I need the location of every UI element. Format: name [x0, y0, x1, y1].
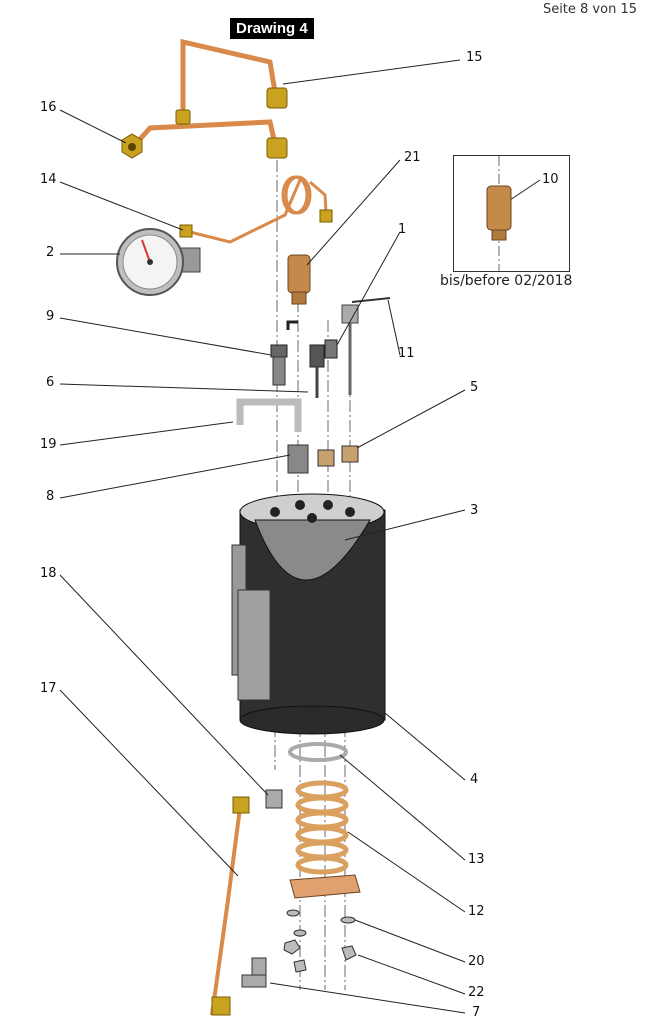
part-label-17: 17: [40, 681, 57, 696]
inset-caption: bis/before 02/2018: [440, 273, 573, 289]
assembly-axes: [274, 160, 351, 990]
bent-tube-19: [236, 398, 302, 432]
drawing-title: Drawing 4: [230, 18, 314, 39]
part-label-12: 12: [468, 904, 485, 919]
level-probe-11: [341, 297, 391, 395]
page-number: Seite 8 von 15: [542, 2, 637, 17]
part-label-8: 8: [46, 489, 55, 504]
copper-pipe-17: [210, 807, 242, 1016]
part-label-16: 16: [40, 100, 57, 115]
part-label-13: 13: [468, 852, 485, 867]
elbow-fitting-7: [241, 957, 267, 988]
gauge-pipe-coil: [189, 175, 328, 244]
part-label-5: 5: [470, 380, 479, 395]
gasket-13: [288, 742, 348, 762]
heater-flange: [289, 874, 361, 899]
brass-nut-15: [175, 87, 288, 159]
part-label-15: 15: [466, 50, 483, 65]
part-label-1: 1: [398, 222, 407, 237]
part-label-2: 2: [46, 245, 55, 260]
part-label-20: 20: [468, 954, 485, 969]
leader-lines: [59, 59, 541, 1014]
plug-18: [265, 789, 283, 809]
nuts-washers: [283, 909, 357, 973]
valve-10-drawing: [486, 156, 512, 271]
part-label-4: 4: [470, 772, 479, 787]
part-label-10: 10: [542, 172, 559, 187]
heating-element-12: [295, 780, 349, 875]
part-label-19: 19: [40, 437, 57, 452]
part-label-6: 6: [46, 375, 55, 390]
part-label-22: 22: [468, 985, 485, 1000]
mounting-bracket: [231, 544, 271, 701]
brass-nut-coil: [319, 209, 333, 223]
sensor-9: [270, 320, 298, 386]
brass-nut-17-bottom: [211, 996, 231, 1016]
thermostat-left: [317, 449, 335, 467]
part-label-18: 18: [40, 566, 57, 581]
sensor-1: [309, 339, 338, 398]
pressure-gauge: [116, 228, 201, 296]
copper-pipe-top: [130, 38, 279, 151]
brass-nut-14: [179, 224, 193, 238]
brass-nut-16: [121, 133, 143, 159]
part-label-11: 11: [398, 346, 415, 361]
brass-nut-17-top: [232, 796, 250, 814]
thermostat-5: [341, 445, 359, 463]
part-label-21: 21: [404, 150, 421, 165]
part-label-9: 9: [46, 309, 55, 324]
part-label-7: 7: [472, 1005, 481, 1020]
sensor-8: [287, 444, 309, 474]
safety-valve-21: [287, 254, 311, 305]
part-label-14: 14: [40, 172, 57, 187]
part-label-3: 3: [470, 503, 479, 518]
inset-box-part-10: [453, 155, 570, 272]
